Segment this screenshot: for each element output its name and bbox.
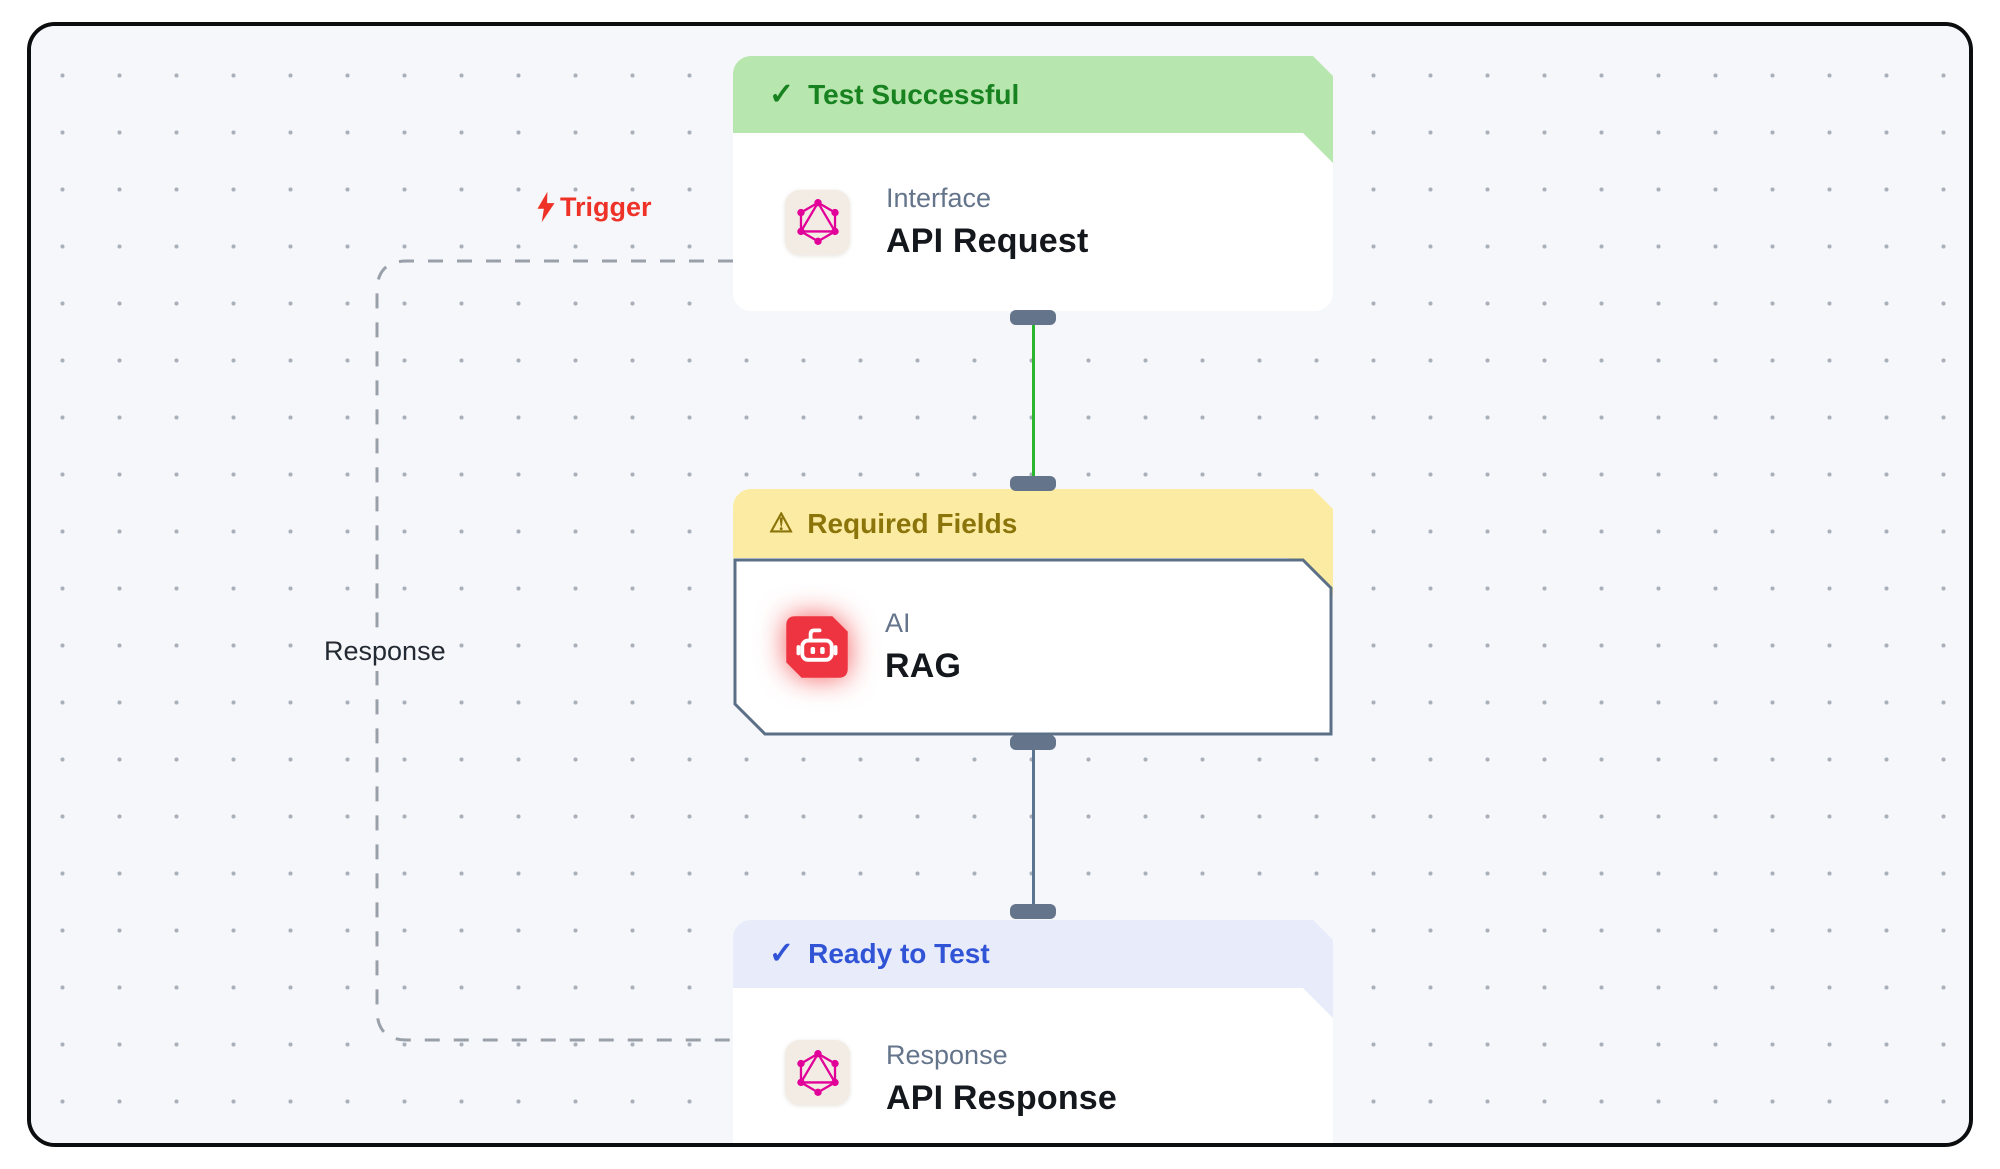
- node-card[interactable]: Interface API Request: [733, 133, 1333, 311]
- node-status-badge: ✓ Ready to Test: [733, 920, 1333, 988]
- node-api-request[interactable]: ✓ Test Successful: [733, 56, 1333, 311]
- canvas-frame: Trigger Response ✓ Test Successful: [27, 22, 1973, 1147]
- trigger-edge-label: Trigger: [534, 191, 652, 223]
- port-api-response-in[interactable]: [1010, 904, 1056, 919]
- graphql-icon: [785, 1040, 850, 1105]
- node-title: API Response: [886, 1079, 1118, 1117]
- graphql-icon: [785, 190, 850, 255]
- edge-default: [1032, 744, 1035, 909]
- port-rag-out[interactable]: [1010, 735, 1056, 750]
- status-text: Test Successful: [808, 78, 1020, 110]
- node-title: API Request: [886, 222, 1089, 260]
- port-rag-in[interactable]: [1010, 476, 1056, 491]
- response-edge-text: Response: [324, 636, 446, 666]
- node-rag[interactable]: ⚠ Required Fields: [733, 489, 1333, 736]
- node-status-badge: ⚠ Required Fields: [733, 489, 1333, 558]
- status-text: Required Fields: [807, 507, 1018, 539]
- trigger-edge-text: Trigger: [560, 191, 652, 222]
- node-category: AI: [885, 608, 911, 638]
- node-category: Interface: [886, 183, 992, 213]
- node-status-badge: ✓ Test Successful: [733, 56, 1333, 133]
- node-card[interactable]: AI RAG: [733, 558, 1333, 736]
- edge-success: [1032, 318, 1035, 480]
- node-border: [733, 558, 1333, 736]
- node-api-response[interactable]: ✓ Ready to Test: [733, 920, 1333, 1147]
- port-api-request-out[interactable]: [1010, 310, 1056, 325]
- lightning-icon: [537, 191, 555, 223]
- node-card[interactable]: Response API Response: [733, 988, 1333, 1147]
- response-edge-label: Response: [314, 632, 456, 671]
- check-icon: ✓: [769, 937, 795, 970]
- node-title: RAG: [885, 647, 962, 685]
- warning-icon: ⚠: [769, 508, 794, 538]
- node-category: Response: [886, 1040, 1008, 1070]
- check-icon: ✓: [769, 77, 795, 111]
- robot-icon: [785, 615, 849, 679]
- status-text: Ready to Test: [808, 938, 990, 969]
- workflow-canvas[interactable]: Trigger Response ✓ Test Successful: [31, 26, 1969, 1143]
